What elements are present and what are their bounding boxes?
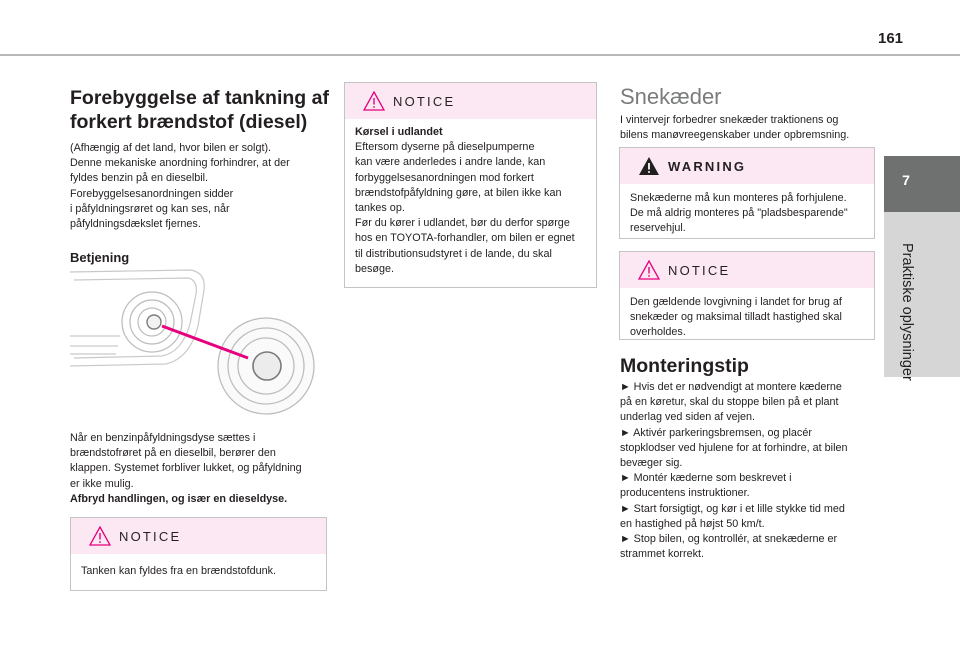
notice-line: besøge. [355,262,395,275]
notice-title: NOTICE [393,94,456,109]
description-bold-line: Afbryd handlingen, og især en dieseldyse… [70,492,288,505]
intro-paragraph: (Afhængig af det land, hvor bilen er sol… [70,141,330,232]
fuel-filler-illustration [70,269,315,415]
notice-line: Den gældende lovgivning i landet for bru… [630,296,842,308]
mounting-tips-title: Monteringstip [620,355,749,377]
filler-neck [121,291,183,353]
description-line: klappen. Systemet forbliver lukket, og p… [70,462,302,475]
section-tab-number-block[interactable] [884,156,960,212]
notice-box-fuel-can: NOTICE Tanken kan fyldes fra en brændsto… [70,517,327,591]
snow-chains-title: Snekæder [620,84,722,109]
callout-arrow [161,324,249,360]
warning-body: Snekæderne må kun monteres på forhjulene… [620,184,874,245]
warning-title: WARNING [668,159,747,174]
tip-line: ► Montér kæderne som beskrevet i [620,472,792,485]
notice-line: brændstofpåfyldning gøre, at bilen ikke … [355,186,562,199]
header-rule [0,54,960,56]
intro-line: påfyldningsdækslet fjernes. [70,218,201,231]
tip-line: underlag ved siden af vejen. [620,411,756,424]
notice-bold-heading: Kørsel i udlandet [355,126,443,138]
notice-header: NOTICE [71,518,326,554]
warning-box-front-wheels: WARNING Snekæderne må kun monteres på fo… [619,147,875,239]
subheading-betjening: Betjening [70,250,130,266]
notice-line: snekæder og maksimal tilladt hastighed s… [630,311,842,324]
intro-line: (Afhængig af det land, hvor bilen er sol… [70,142,272,154]
description-paragraph: Når en benzinpåfyldningsdyse sættes i br… [70,431,330,507]
notice-body: Den gældende lovgivning i landet for bru… [620,288,874,349]
notice-title: NOTICE [119,529,182,544]
notice-line: forbyggelsesanordningen mod forkert [355,171,534,184]
page-number: 161 [878,30,904,47]
section-tab-number: 7 [902,172,910,188]
section-tab-label-block[interactable] [884,212,960,377]
tip-line: ► Stop bilen, og kontrollér, at snekæder… [620,533,838,546]
intro-line: I vintervejr forbedrer snekæder traktion… [620,114,839,126]
mounting-tips-list: ► Hvis det er nødvendigt at montere kæde… [620,380,880,562]
intro-line: i påfyldningsrøret og kan ses, når [70,202,230,215]
warning-line: De må aldrig monteres på "pladsbesparend… [630,207,848,220]
notice-text: Tanken kan fyldes fra en brændstofdunk. [81,565,277,577]
filler-housing-outline [70,269,205,367]
intro-line: Denne mekaniske anordning forhindrer, at… [70,157,290,170]
column-1-lower: Når en benzinpåfyldningsdyse sættes i br… [70,431,330,507]
notice-line: til distributionsudstyret i de lande, du… [355,247,552,260]
section-title-line-1: Forebyggelse af tankning af [70,87,329,109]
warning-line: reservehjul. [630,222,686,235]
description-line: Når en benzinpåfyldningsdyse sættes i [70,432,256,444]
section-tab-label: Praktiske oplysninger [899,243,915,381]
tip-line: stopklodser ved hjulene for at forhindre… [620,441,848,454]
intro-line: fyldes benzin på en dieselbil. [70,172,209,185]
section-title-line-2: forkert brændstof (diesel) [70,111,308,133]
notice-box-abroad: NOTICE Kørsel i udlandet Eftersom dysern… [344,82,597,288]
tip-line: en hastighed på højst 50 km/t. [620,517,765,530]
tip-line: producentens instruktioner. [620,487,750,500]
fuel-flap-small [146,314,162,330]
warning-triangle-icon [638,260,660,280]
notice-header: NOTICE [345,83,596,119]
tip-line: strammet korrekt. [620,548,704,561]
snow-chains-intro: I vintervejr forbedrer snekæder traktion… [620,113,880,143]
notice-line: kan være anderledes i andre lande, kan [355,156,546,169]
column-1: Forebyggelse af tankning af forkert bræn… [70,86,330,265]
notice-line: tankes op. [355,202,405,215]
notice-text: Den gældende lovgivning i landet for bru… [630,295,864,341]
notice-line: Eftersom dyserne på dieselpumperne [355,141,535,154]
description-line: brændstofrøret på en dieselbil, berører … [70,447,276,460]
notice-title: NOTICE [668,263,731,278]
notice-header: NOTICE [620,252,874,288]
section-title: Forebyggelse af tankning af forkert bræn… [70,86,330,134]
notice-line: overholdes. [630,326,686,339]
fuel-flap-zoomed [252,351,282,381]
warning-line: Snekæderne må kun monteres på forhjulene… [630,192,847,204]
intro-line: Forebyggelsesanordningen sidder [70,187,234,200]
notice-body: Tanken kan fyldes fra en brændstofdunk. [71,554,326,587]
notice-line: hos en TOYOTA-forhandler, om bilen er eg… [355,232,575,245]
warning-triangle-icon [363,91,385,111]
description-line: er ikke mulig. [70,477,134,490]
warning-filled-icon [639,157,659,175]
notice-text: Kørsel i udlandet Eftersom dyserne på di… [355,125,586,277]
tip-line: ► Hvis det er nødvendigt at montere kæde… [620,381,842,393]
notice-line: Før du kører i udlandet, bør du derfor s… [355,217,570,230]
tip-line: ► Start forsigtigt, og kør i et lille st… [620,502,845,515]
tip-line: på en køretur, skal du stoppe bilen på e… [620,396,839,409]
tip-line: ► Aktivér parkeringsbremsen, og placér [620,426,812,439]
notice-box-legislation: NOTICE Den gældende lovgivning i landet … [619,251,875,340]
notice-body: Kørsel i udlandet Eftersom dyserne på di… [345,119,596,285]
intro-line: bilens manøvreegenskaber under opbremsni… [620,129,850,142]
warning-header: WARNING [620,148,874,184]
warning-text: Snekæderne må kun monteres på forhjulene… [630,191,864,237]
tip-line: bevæger sig. [620,457,683,470]
warning-triangle-icon [89,526,111,546]
